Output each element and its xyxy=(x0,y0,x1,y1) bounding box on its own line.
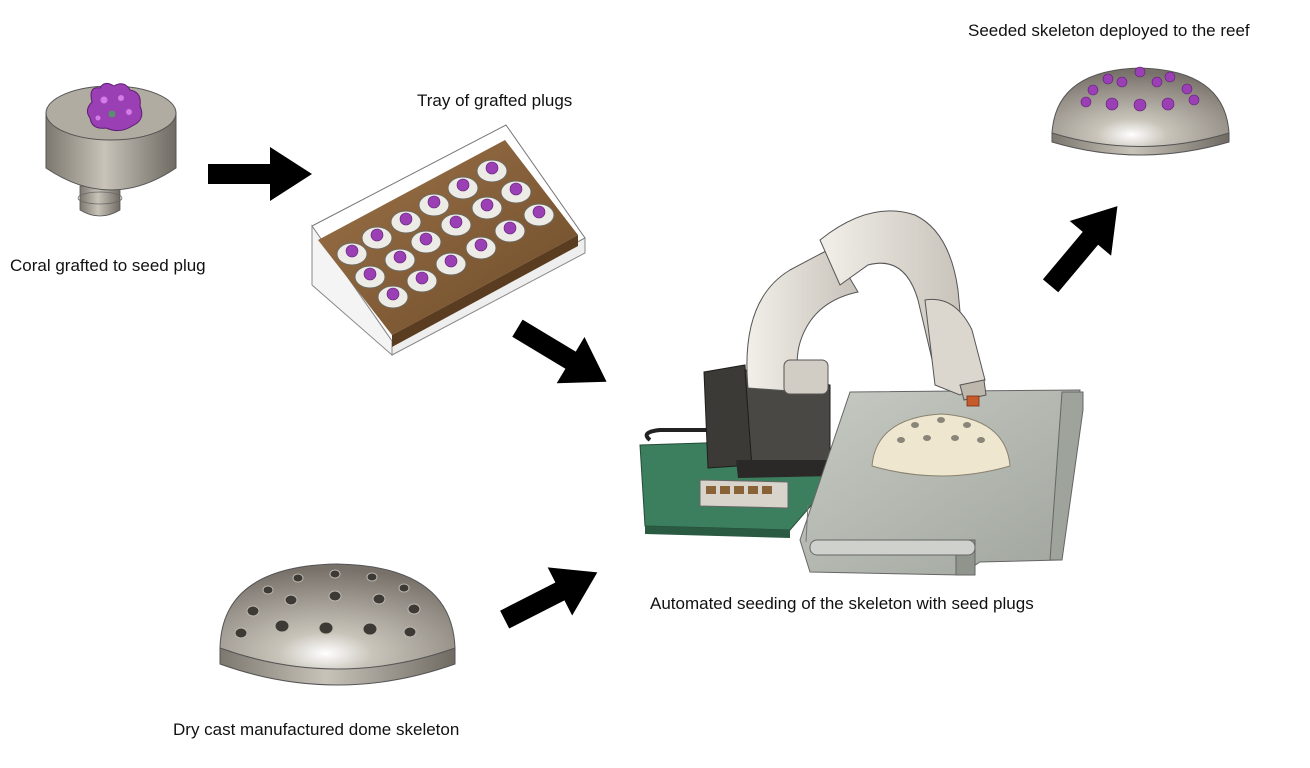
label-tray-of-plugs: Tray of grafted plugs xyxy=(417,91,573,110)
robot-workcell-illustration xyxy=(639,210,1084,576)
plug-tray-illustration xyxy=(311,124,586,357)
flow-arrows xyxy=(208,147,1118,629)
label-coral-grafted-plug: Coral grafted to seed plug xyxy=(10,256,206,275)
seed-plug-illustration xyxy=(45,82,177,217)
label-dome-skeleton: Dry cast manufactured dome skeleton xyxy=(173,720,460,739)
arrow-dome-to-robot xyxy=(500,567,598,629)
arrow-tray-to-robot xyxy=(512,319,607,384)
dome-skeleton-illustration xyxy=(219,563,456,686)
deployed-dome-illustration xyxy=(1051,66,1230,156)
arrow-robot-to-reef xyxy=(1042,206,1118,293)
tray-plugs xyxy=(336,159,555,309)
label-automated-seeding: Automated seeding of the skeleton with s… xyxy=(650,594,1034,613)
arrow-plug-to-tray xyxy=(208,147,312,201)
label-deployed-skeleton: Seeded skeleton deployed to the reef xyxy=(968,21,1250,40)
